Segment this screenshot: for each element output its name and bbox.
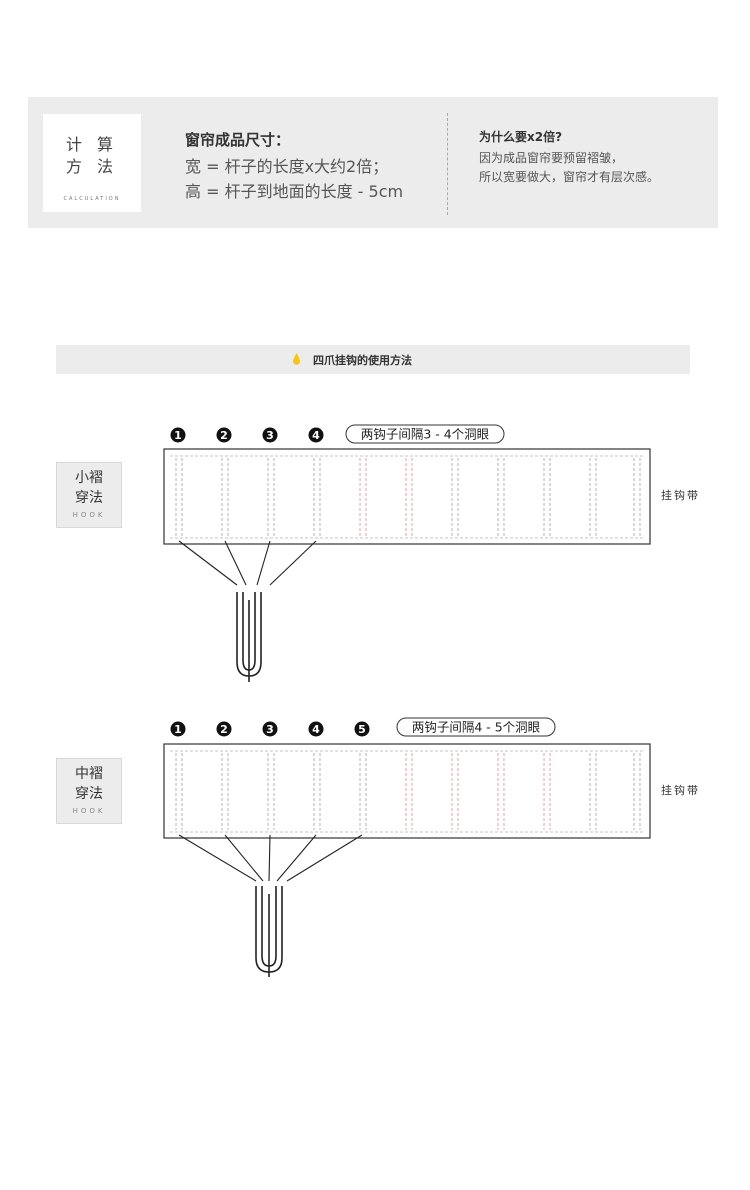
method-label-line2: 穿法: [75, 786, 103, 802]
method-label-line2: 穿法: [75, 490, 103, 506]
tape-pockets-highlight: [359, 458, 413, 536]
four-prong-hook-icon: [236, 592, 262, 682]
hook-position-marker: 4: [308, 721, 324, 737]
card-title-line2: 方 法: [65, 157, 119, 176]
spacing-note: 两钩子间隔4 - 5个洞眼: [412, 720, 541, 735]
card-title-line1: 计 算: [65, 135, 119, 154]
medium-pleat-diagram: 1 2 3 4 5 两钩子间隔4 - 5个洞眼: [163, 717, 700, 977]
tape-pockets: [175, 458, 641, 536]
hook-number: 1: [174, 723, 182, 736]
hook-number: 2: [220, 723, 228, 736]
hook-position-marker: 3: [262, 427, 278, 443]
height-formula: 高 = 杆子到地面的长度 - 5cm: [185, 182, 404, 201]
card-subtitle: CALCULATION: [63, 196, 121, 202]
drop-icon: [293, 353, 300, 365]
hook-connectors: [178, 834, 363, 882]
hook-tape: [163, 448, 651, 545]
hook-position-marker: 1: [170, 721, 186, 737]
method-label-sub: HOOK: [72, 807, 106, 815]
hook-number: 2: [220, 429, 228, 442]
hook-position-marker: 3: [262, 721, 278, 737]
four-prong-hook-icon: [255, 886, 283, 977]
tape-label: 挂钩带: [661, 488, 700, 502]
note-box: [396, 717, 556, 737]
hook-connectors: [178, 540, 317, 586]
hook-number: 3: [266, 429, 274, 442]
hook-tape: [163, 743, 651, 839]
tape-pockets-highlight: [405, 753, 551, 830]
small-pleat-diagram: 1 2 3 4 两钩子间隔3 - 4个洞眼: [163, 424, 700, 682]
hook-position-marker: 2: [216, 427, 232, 443]
small-pleat-label: 小褶 穿法 HOOK: [56, 462, 122, 528]
why-line-2: 所以宽要做大，窗帘才有层次感。: [479, 170, 660, 184]
method-label-sub: HOOK: [72, 511, 106, 519]
note-box: [345, 424, 505, 444]
guide-title: 四爪挂钩的使用方法: [313, 354, 412, 367]
tape-pockets: [175, 753, 641, 830]
method-label-line1: 小褶: [75, 470, 103, 486]
dashed-divider: [447, 113, 448, 215]
hook-position-marker: 5: [354, 721, 370, 737]
why-title: 为什么要x2倍?: [479, 130, 563, 144]
hook-number: 4: [312, 723, 320, 736]
why-line-1: 因为成品窗帘要预留褶皱，: [479, 151, 624, 165]
hook-number: 1: [174, 429, 182, 442]
hook-position-marker: 4: [308, 427, 324, 443]
hook-position-marker: 1: [170, 427, 186, 443]
hook-number: 4: [312, 429, 320, 442]
width-formula: 宽 = 杆子的长度x大约2倍；: [185, 157, 389, 176]
guide-title-bar: 四爪挂钩的使用方法: [56, 345, 690, 374]
calculation-banner: 计 算 方 法 CALCULATION 窗帘成品尺寸： 宽 = 杆子的长度x大约…: [28, 97, 718, 228]
hook-number: 3: [266, 723, 274, 736]
tape-label: 挂钩带: [661, 783, 700, 797]
medium-pleat-label: 中褶 穿法 HOOK: [56, 758, 122, 824]
calculation-card: 计 算 方 法 CALCULATION: [43, 114, 141, 212]
spacing-note: 两钩子间隔3 - 4个洞眼: [361, 427, 490, 442]
size-title: 窗帘成品尺寸：: [185, 131, 291, 149]
hook-number: 5: [358, 723, 366, 736]
hook-position-marker: 2: [216, 721, 232, 737]
method-label-line1: 中褶: [75, 766, 103, 782]
